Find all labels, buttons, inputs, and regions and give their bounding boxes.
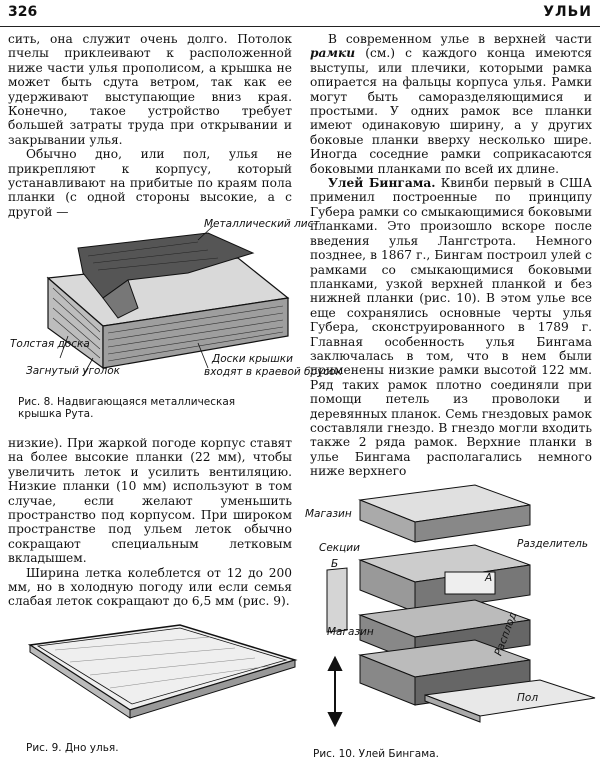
label-floor: Пол <box>517 692 539 704</box>
label-cover-boards: Доски крышки <box>212 353 293 365</box>
label-sections: Секции <box>319 542 360 554</box>
page-header: 326 УЛЬИ <box>0 0 600 27</box>
label-thick-board: Толстая доска <box>10 338 90 350</box>
figure-9-caption: Рис. 9. Дно улья. <box>26 742 119 754</box>
figure-10: Магазин Секции Б А Разделитель Магазин Р… <box>305 480 597 765</box>
label-cover-boards-2: входят в краевой брусок <box>204 366 342 378</box>
right-paragraph-2: Улей Бингама. Квинби первый в США примен… <box>310 176 592 479</box>
left-paragraph-4: Ширина летка колеблется от 12 до 200 мм,… <box>8 565 292 609</box>
right-column: В современном улье в верхней части рамки… <box>310 32 592 479</box>
label-metal-sheet: Металлический лист <box>204 218 320 230</box>
bingham-hive-body: Квинби первый в США применил построенные… <box>310 176 592 479</box>
bingham-hive-illustration <box>326 484 596 728</box>
label-magazine-lower: Магазин <box>327 626 374 638</box>
left-paragraph-3: низкие). При жаркой погоде корпус ставят… <box>8 436 292 566</box>
left-paragraph-1: сить, она служит очень долго. Потолок пч… <box>8 32 292 147</box>
figure-9: Рис. 9. Дно улья. <box>10 610 300 762</box>
figure-10-caption: Рис. 10. Улей Бингама. <box>313 748 439 760</box>
right-paragraph-1-start: В современном улье в верхней части <box>328 32 592 46</box>
running-head: УЛЬИ <box>543 4 592 20</box>
left-paragraph-2: Обычно дно, или пол, улья не прикрепляют… <box>8 147 292 219</box>
label-divider: Разделитель <box>517 538 589 550</box>
right-paragraph-1: В современном улье в верхней части рамки… <box>310 32 592 176</box>
bingham-hive-heading: Улей Бингама. <box>328 176 436 191</box>
left-column: сить, она служит очень долго. Потолок пч… <box>8 32 292 219</box>
figure-8: Металлический лист Толстая доска Загнуты… <box>8 218 342 436</box>
label-b: Б <box>331 558 339 570</box>
left-column-lower: низкие). При жаркой погоде корпус ставят… <box>8 436 292 609</box>
right-paragraph-1-end: (см.) с каждого конца имеются выступы, и… <box>310 46 592 176</box>
page-number: 326 <box>8 4 38 20</box>
label-magazine-top: Магазин <box>305 508 352 520</box>
roof-cover-illustration <box>46 225 290 377</box>
frames-link[interactable]: рамки <box>310 46 356 61</box>
label-bent-corner: Загнутый уголок <box>26 365 120 377</box>
hive-bottom-illustration <box>27 624 298 719</box>
figure-8-caption: Рис. 8. Надвигающаяся металлическая крыш… <box>18 396 236 420</box>
label-a: А <box>485 572 493 584</box>
